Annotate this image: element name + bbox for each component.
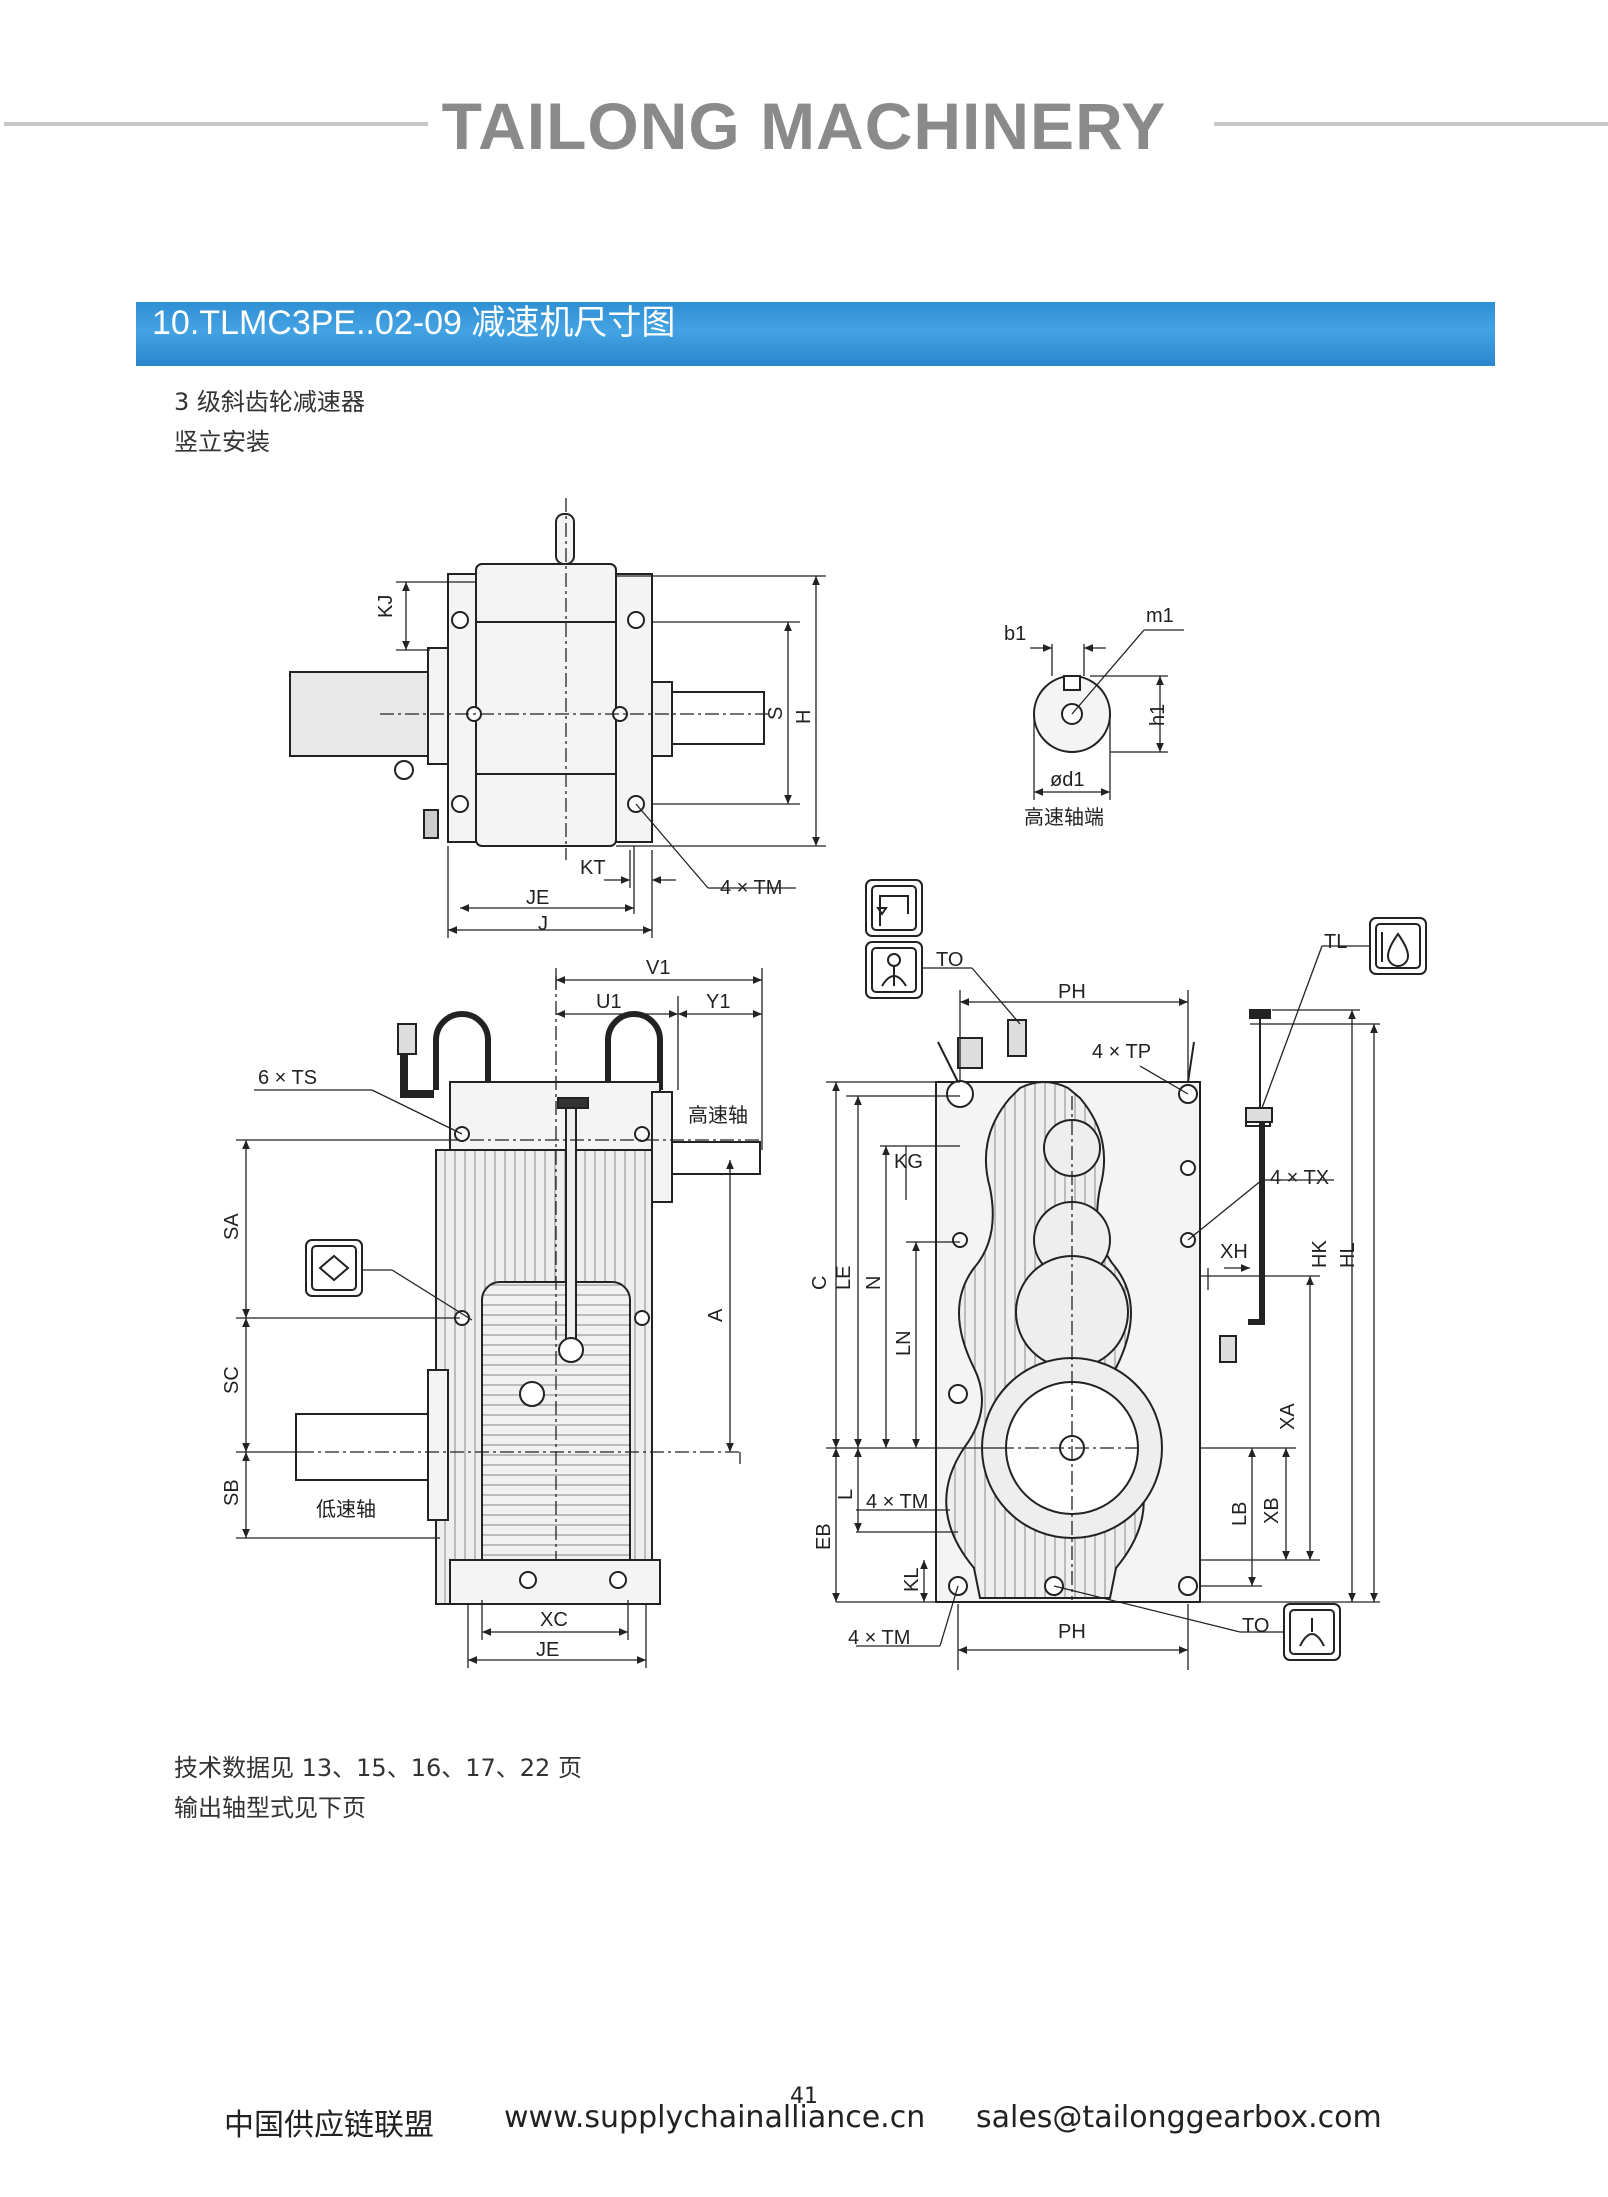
label-je-front: JE	[536, 1639, 559, 1661]
label-y1: Y1	[706, 991, 730, 1013]
label-h: H	[793, 710, 815, 724]
label-ph-top: PH	[1058, 981, 1086, 1003]
label-4tm-side: 4 × TM	[866, 1491, 928, 1513]
vent-icon	[865, 941, 923, 999]
top-view	[289, 513, 765, 847]
label-c: C	[809, 1276, 831, 1290]
label-to-bottom: TO	[1242, 1615, 1269, 1637]
label-4tp: 4 × TP	[1092, 1041, 1151, 1063]
label-hl: HL	[1337, 1242, 1359, 1268]
intro-line-2: 竖立安装	[174, 428, 270, 456]
label-4tx: 4 × TX	[1270, 1167, 1329, 1189]
intro-line-1: 3 级斜齿轮减速器	[174, 388, 365, 416]
label-j: J	[538, 913, 548, 935]
label-kt: KT	[580, 857, 606, 879]
header-rule-right	[1214, 122, 1608, 126]
label-hs-end: 高速轴端	[1024, 806, 1104, 829]
label-hk: HK	[1309, 1240, 1331, 1268]
section-title: 10.TLMC3PE..02-09 减速机尺寸图	[152, 304, 676, 342]
label-xh: XH	[1220, 1241, 1248, 1263]
section-bar	[136, 302, 1495, 366]
label-ln: LN	[893, 1330, 915, 1356]
label-tl: TL	[1324, 931, 1347, 953]
mount-diamond-icon	[305, 1239, 363, 1297]
label-sa: SA	[221, 1213, 243, 1240]
label-lb: LB	[1229, 1502, 1251, 1526]
label-b1: b1	[1004, 623, 1026, 645]
label-to-top: TO	[936, 949, 963, 971]
label-v1: V1	[646, 957, 670, 979]
label-xc: XC	[540, 1609, 568, 1631]
label-u1: U1	[596, 991, 622, 1013]
label-ph-bottom: PH	[1058, 1621, 1086, 1643]
label-kj: KJ	[375, 595, 397, 618]
label-eb: EB	[813, 1523, 835, 1550]
label-kl: KL	[901, 1568, 923, 1592]
label-je: JE	[526, 887, 549, 909]
label-le: LE	[833, 1266, 855, 1290]
page-number: 41	[790, 2084, 818, 2109]
label-xb: XB	[1261, 1497, 1283, 1524]
label-sb: SB	[221, 1479, 243, 1506]
label-l: L	[835, 1489, 857, 1500]
label-4tm-top: 4 × TM	[720, 877, 782, 899]
label-m1: m1	[1146, 605, 1174, 627]
footer-org: 中国供应链联盟	[224, 2108, 434, 2143]
label-h1: h1	[1147, 704, 1169, 726]
notes-line-1: 技术数据见 13、15、16、17、22 页	[174, 1754, 582, 1782]
oil-level-icon	[1369, 917, 1427, 975]
label-s: S	[765, 707, 787, 720]
label-n: N	[863, 1276, 885, 1290]
label-d1: ød1	[1050, 769, 1084, 791]
drain-icon	[1283, 1603, 1341, 1661]
notes-line-2: 输出轴型式见下页	[174, 1794, 366, 1822]
header-rule-left	[4, 122, 428, 126]
mount-bracket-icon	[865, 879, 923, 937]
label-6ts: 6 × TS	[258, 1067, 317, 1089]
label-a: A	[705, 1308, 727, 1322]
label-sc: SC	[221, 1366, 243, 1394]
footer-email[interactable]: sales@tailonggearbox.com	[976, 2100, 1382, 2135]
footer-website[interactable]: www.supplychainalliance.cn	[504, 2100, 926, 2135]
label-4tm-bottom: 4 × TM	[848, 1627, 910, 1649]
label-kg: KG	[894, 1151, 923, 1173]
label-xa: XA	[1277, 1403, 1299, 1430]
label-ls-shaft: 低速轴	[316, 1498, 376, 1521]
label-hs-shaft: 高速轴	[688, 1104, 748, 1127]
side-view	[935, 1009, 1273, 1603]
brand-title: TAILONG MACHINERY	[441, 89, 1167, 163]
